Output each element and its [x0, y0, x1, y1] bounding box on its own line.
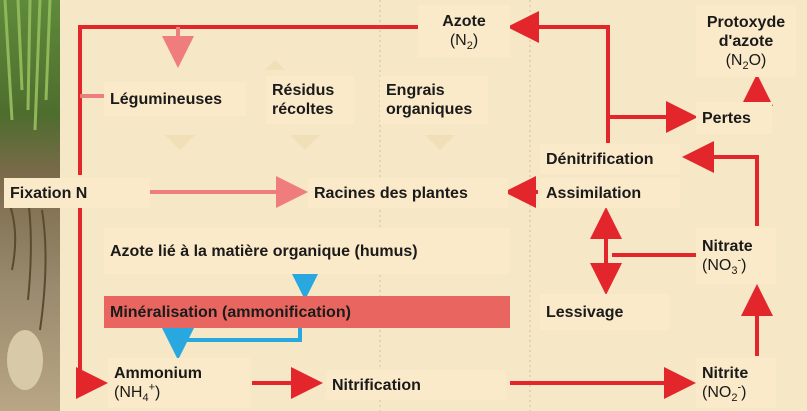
- lessivage-label: Lessivage: [546, 303, 624, 321]
- denitrification-label: Dénitrification: [546, 150, 654, 168]
- azote-label: Azote: [442, 13, 486, 30]
- residus-line2: récoltes: [272, 101, 334, 118]
- engrais-line1: Engrais: [386, 82, 445, 99]
- node-engrais: Engrais organiques: [380, 76, 488, 124]
- node-fixation: Fixation N: [4, 178, 150, 208]
- node-protoxyde: Protoxyde d'azote (N2O): [696, 5, 796, 77]
- node-residus: Résidus récoltes: [266, 76, 354, 124]
- node-assimilation: Assimilation: [540, 178, 680, 208]
- node-mineralisation: Minéralisation (ammonification): [104, 296, 510, 328]
- node-ammonium: Ammonium (NH4+): [108, 358, 250, 408]
- pertes-label: Pertes: [702, 109, 751, 127]
- nitrification-label: Nitrification: [332, 376, 421, 394]
- protoxyde-line1: Protoxyde: [706, 13, 786, 31]
- node-pertes: Pertes: [696, 102, 772, 134]
- node-humus: Azote lié à la matière organique (humus): [104, 228, 510, 274]
- protoxyde-line2: d'azote: [718, 32, 774, 50]
- node-legumineuses: Légumineuses: [104, 82, 246, 116]
- ammonium-formula: (NH4+): [114, 381, 161, 405]
- node-nitrite: Nitrite (NO2-): [696, 358, 776, 408]
- node-racines: Racines des plantes: [308, 178, 508, 208]
- fixation-label: Fixation N: [10, 184, 88, 202]
- engrais-line2: organiques: [386, 101, 473, 118]
- assimilation-label: Assimilation: [546, 184, 642, 202]
- node-lessivage: Lessivage: [540, 294, 670, 330]
- protoxyde-formula: (N2O): [725, 51, 767, 72]
- residus-line1: Résidus: [272, 82, 335, 99]
- mineralisation-label: Minéralisation (ammonification): [110, 303, 351, 321]
- nitrite-label: Nitrite: [702, 365, 749, 382]
- humus-label: Azote lié à la matière organique (humus): [110, 242, 418, 260]
- nitrate-label: Nitrate: [702, 238, 753, 255]
- azote-formula: (N2): [449, 32, 479, 53]
- node-nitrification: Nitrification: [326, 370, 506, 400]
- nitrate-formula: (NO3-): [702, 254, 747, 278]
- node-nitrate: Nitrate (NO3-): [696, 228, 776, 284]
- nitrite-formula: (NO2-): [702, 381, 747, 405]
- racines-label: Racines des plantes: [314, 184, 468, 202]
- node-denitrification: Dénitrification: [540, 144, 680, 174]
- ammonium-label: Ammonium: [114, 365, 202, 382]
- node-azote: Azote (N2): [418, 5, 510, 57]
- legumineuses-label: Légumineuses: [110, 90, 223, 108]
